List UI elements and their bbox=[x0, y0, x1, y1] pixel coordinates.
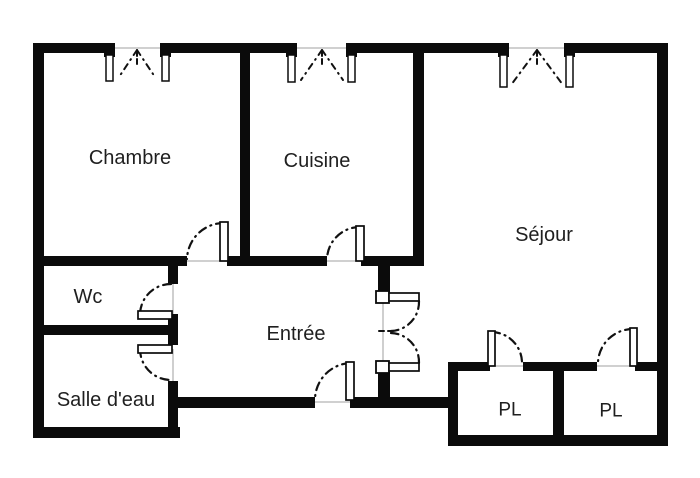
wall-segment bbox=[168, 266, 178, 284]
window-jamb bbox=[564, 43, 575, 57]
wall-segment bbox=[574, 43, 668, 53]
door-jamb-box bbox=[375, 290, 390, 304]
room-label-entree: Entrée bbox=[267, 323, 326, 345]
window-swing-dash bbox=[510, 49, 538, 86]
wall-segment bbox=[413, 53, 424, 265]
wall-segment bbox=[172, 397, 315, 408]
window-casement bbox=[499, 54, 508, 88]
window-swing-dash bbox=[536, 49, 564, 86]
window-jamb bbox=[286, 43, 297, 57]
room-label-chambre: Chambre bbox=[89, 147, 171, 169]
door-swing-arc bbox=[325, 225, 362, 261]
walls-layer bbox=[33, 43, 668, 446]
window-jamb bbox=[160, 43, 171, 57]
window-jamb bbox=[346, 43, 357, 57]
wall-segment bbox=[240, 53, 250, 263]
window-swing-dash bbox=[118, 49, 138, 78]
door-leaf bbox=[388, 362, 420, 372]
door-swing-arc bbox=[138, 282, 173, 316]
window-swing-dash bbox=[300, 49, 323, 81]
door-swing-arc bbox=[185, 221, 226, 261]
window-casement bbox=[161, 54, 170, 82]
room-label-sejour: Séjour bbox=[515, 224, 573, 246]
door-leaf bbox=[345, 361, 355, 401]
doors-layer bbox=[137, 221, 638, 401]
door-leaf bbox=[487, 330, 496, 367]
room-label-cuisine: Cuisine bbox=[284, 150, 351, 172]
wall-segment bbox=[356, 43, 500, 53]
window-casement bbox=[105, 54, 114, 82]
wall-segment bbox=[350, 397, 450, 408]
wall-segment bbox=[378, 265, 390, 292]
wall-segment bbox=[553, 362, 564, 446]
door-jamb-box bbox=[375, 360, 390, 374]
wall-segment bbox=[33, 427, 180, 438]
door-leaf bbox=[355, 225, 365, 262]
window-swing-dash bbox=[136, 49, 156, 78]
wall-segment bbox=[361, 256, 424, 266]
wall-segment bbox=[171, 43, 288, 53]
wall-segment bbox=[448, 362, 490, 371]
wall-segment bbox=[523, 362, 556, 371]
door-swing-arc bbox=[389, 299, 421, 333]
door-swing-arc bbox=[389, 331, 421, 365]
wall-segment bbox=[227, 256, 327, 266]
window-jamb bbox=[104, 43, 115, 57]
wall-segment bbox=[635, 362, 660, 371]
door-leaf bbox=[219, 221, 229, 262]
door-swing-arc bbox=[138, 347, 173, 382]
door-leaf bbox=[388, 292, 420, 302]
wall-segment bbox=[33, 43, 44, 438]
room-label-pl-left: PL bbox=[498, 400, 521, 421]
wall-segment bbox=[33, 325, 178, 335]
wall-segment bbox=[33, 43, 107, 53]
wall-segment bbox=[448, 362, 458, 437]
door-leaf bbox=[629, 327, 638, 367]
room-label-salle-deau: Salle d'eau bbox=[57, 389, 155, 411]
window-casement bbox=[565, 54, 574, 88]
wall-segment bbox=[44, 256, 187, 266]
door-swing-arc bbox=[596, 327, 635, 364]
wall-segment bbox=[168, 381, 178, 438]
door-leaf bbox=[137, 310, 173, 320]
room-labels-layer: Chambre Cuisine Séjour Wc Entrée Salle d… bbox=[57, 147, 623, 422]
window-casement bbox=[287, 54, 296, 83]
wall-segment bbox=[657, 43, 668, 446]
window-casement bbox=[347, 54, 356, 83]
window-swing-dash bbox=[321, 49, 344, 81]
room-label-pl-right: PL bbox=[599, 401, 622, 422]
door-swing-arc bbox=[490, 330, 524, 364]
door-swing-arc bbox=[313, 361, 352, 401]
wall-segment bbox=[378, 372, 390, 398]
windows-layer bbox=[104, 43, 575, 332]
wall-segment bbox=[564, 362, 597, 371]
door-leaf bbox=[137, 344, 173, 354]
window-jamb bbox=[498, 43, 509, 57]
room-label-wc: Wc bbox=[74, 286, 103, 308]
